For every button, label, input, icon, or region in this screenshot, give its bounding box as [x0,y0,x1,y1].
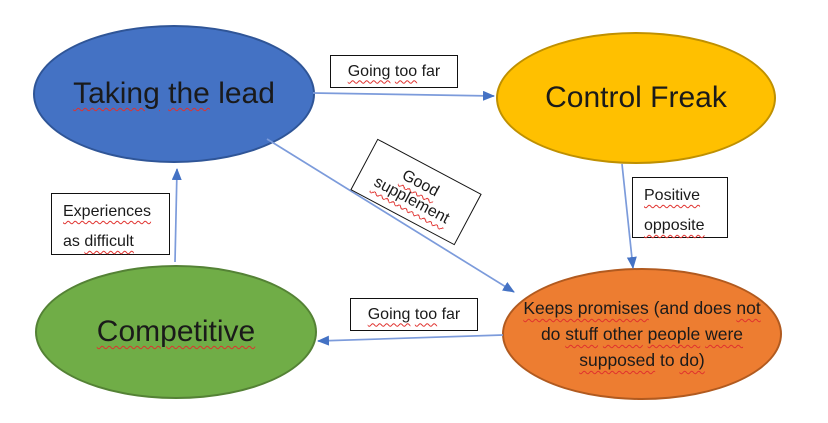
text-segment: lead [209,77,275,110]
text-segment: the [168,77,210,110]
arrow-control-freak-to-keeps-promises[interactable] [621,163,637,269]
arrow-keeps-promises-to-competitive[interactable] [317,334,504,346]
text-segment: not [736,298,761,318]
text-segment: to [655,350,680,370]
node-control-freak-label: Control Freak [545,81,727,115]
edge-label-going-too-far-bottom[interactable]: Going too far [350,298,478,331]
text-segment: Taking [73,77,160,110]
text-segment: far [417,62,441,80]
arrow-lead-to-control-freak[interactable] [312,90,495,101]
text-segment: supposed [579,350,656,370]
text-segment: too [394,62,418,80]
node-control-freak[interactable]: Control Freak [496,32,776,164]
text-segment: Positive [644,187,701,204]
text-segment: Going [367,305,411,323]
text-segment: too [414,305,438,323]
arrow-competitive-to-lead[interactable] [171,168,182,263]
node-taking-the-lead-label: Taking the lead [73,77,275,111]
edge-label-experiences-as-difficult[interactable]: Experiences as difficult [51,193,170,255]
text-segment: stuff [565,324,599,344]
text-segment: people [647,324,701,344]
node-keeps-promises-label: Keeps promises (and does not do stuff oth… [523,295,760,373]
text-segment: do) [679,350,705,370]
text-segment: Control Freak [545,81,727,114]
text-segment: Experiences [63,203,152,220]
text-segment: were [705,324,744,344]
node-keeps-promises[interactable]: Keeps promises (and does not do stuff oth… [502,268,782,400]
node-taking-the-lead[interactable]: Taking the lead [33,25,315,163]
text-segment: difficult [84,233,134,250]
node-competitive[interactable]: Competitive [35,265,317,399]
edge-label-going-too-far-bottom-text: Going too far [368,306,461,324]
text-segment: other [602,324,643,344]
arrow-lead-to-keeps-promises[interactable] [266,138,515,293]
edge-label-positive-opposite[interactable]: Positive opposite [632,177,728,238]
text-segment: as [63,233,85,250]
edge-label-going-too-far-top-text: Going too far [348,63,441,81]
text-segment: do [540,324,566,344]
text-segment: far [437,305,461,323]
text-segment: Competitive [96,315,256,348]
text-segment: (and does [648,298,737,318]
text-segment: Going [347,62,391,80]
edge-label-going-too-far-top[interactable]: Going too far [330,55,458,88]
node-competitive-label: Competitive [97,315,255,349]
text-segment: opposite [644,217,705,234]
text-segment: Keeps promises [523,298,649,318]
